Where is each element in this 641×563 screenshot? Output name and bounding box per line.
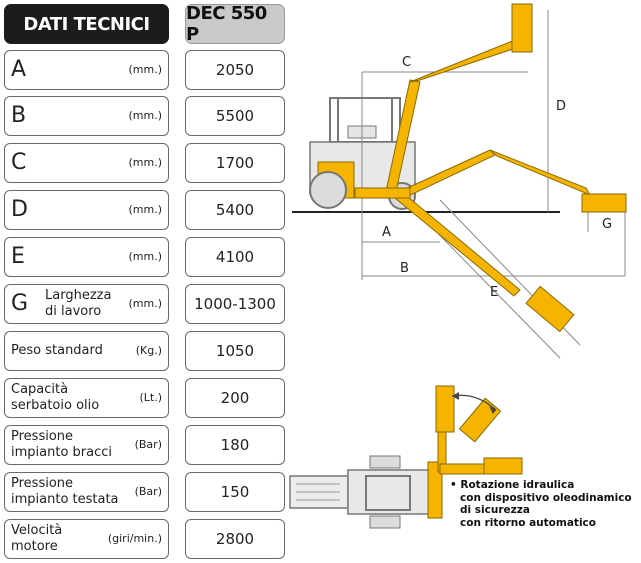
- spec-label-peso: Peso standard (Kg.): [4, 331, 169, 371]
- spec-value-d: 5400: [185, 190, 285, 230]
- spec-name-line2: serbatoio olio: [11, 398, 100, 413]
- spec-letter: D: [11, 197, 28, 222]
- spec-name: Larghezza di lavoro: [45, 288, 111, 320]
- spec-label-pressione-testata: Pressione impianto testata (Bar): [4, 472, 169, 512]
- spec-name-line1: Larghezza: [45, 288, 112, 303]
- spec-label-c: C (mm.): [4, 143, 169, 183]
- spec-unit: (mm.): [128, 109, 162, 122]
- spec-letter: C: [11, 150, 27, 175]
- spec-label-velocita: Velocità motore (giri/min.): [4, 519, 169, 559]
- spec-name-line1: Velocità: [11, 523, 63, 538]
- note-line-1: • Rotazione idraulica: [450, 479, 632, 492]
- spec-name-line2: impianto bracci: [11, 445, 112, 460]
- diagram-label-e: E: [490, 285, 498, 300]
- spec-unit: (mm.): [128, 297, 162, 310]
- spec-letter: B: [11, 103, 27, 128]
- diagram-label-g: G: [602, 217, 612, 232]
- spec-label-g: G Larghezza di lavoro (mm.): [4, 284, 169, 324]
- spec-unit: (mm.): [128, 63, 162, 76]
- note-line-4: con ritorno automatico: [460, 516, 596, 529]
- spec-unit: (Lt.): [139, 391, 162, 404]
- spec-label-d: D (mm.): [4, 190, 169, 230]
- spec-unit: (Bar): [134, 438, 162, 451]
- spec-name: Pressione impianto bracci: [11, 429, 112, 461]
- spec-value-b: 5500: [185, 96, 285, 136]
- spec-label-b: B (mm.): [4, 96, 169, 136]
- spec-value-g: 1000-1300: [185, 284, 285, 324]
- spec-unit: (mm.): [128, 250, 162, 263]
- spec-label-a: A (mm.): [4, 50, 169, 90]
- spec-label-e: E (mm.): [4, 237, 169, 277]
- spec-value-capacita: 200: [185, 378, 285, 418]
- spec-name: Pressione impianto testata: [11, 476, 119, 508]
- spec-value-pressione-bracci: 180: [185, 425, 285, 465]
- spec-value-velocita: 2800: [185, 519, 285, 559]
- diagram-label-a: A: [382, 225, 391, 240]
- spec-name-line2: motore: [11, 539, 58, 554]
- model-title: DEC 550 P: [185, 3, 285, 45]
- note-bullet: •: [450, 479, 457, 491]
- spec-name-line1: Pressione: [11, 476, 74, 491]
- spec-name-line1: Capacità: [11, 382, 69, 397]
- spec-value-a: 2050: [185, 50, 285, 90]
- spec-value-e: 4100: [185, 237, 285, 277]
- spec-value-peso: 1050: [185, 331, 285, 371]
- tractor-top-icon: [289, 385, 523, 529]
- spec-name-line2: impianto testata: [11, 492, 119, 507]
- spec-label-pressione-bracci: Pressione impianto bracci (Bar): [4, 425, 169, 465]
- spec-letter: G: [11, 291, 29, 316]
- spec-letter: A: [11, 57, 27, 82]
- spec-name: Velocità motore: [11, 523, 62, 555]
- note-line-3: di sicurezza: [460, 504, 530, 516]
- boom-arms: [354, 3, 627, 333]
- spec-unit: (giri/min.): [107, 532, 162, 545]
- spec-unit: (Bar): [134, 485, 162, 498]
- spec-unit: (mm.): [128, 203, 162, 216]
- note-text: Rotazione idraulica: [460, 479, 575, 491]
- note-line-2: con dispositivo oleodinamico: [460, 491, 632, 504]
- spec-unit: (Kg.): [135, 344, 162, 357]
- spec-name-line1: Pressione: [11, 429, 74, 444]
- diagram-label-b: B: [400, 261, 409, 276]
- spec-name: Peso standard: [11, 343, 103, 358]
- table-title: DATI TECNICI: [4, 4, 169, 44]
- spec-unit: (mm.): [128, 156, 162, 169]
- spec-value-c: 1700: [185, 143, 285, 183]
- spec-value-pressione-testata: 150: [185, 472, 285, 512]
- diagram-label-d: D: [556, 99, 566, 114]
- spec-label-capacita: Capacità serbatoio olio (Lt.): [4, 378, 169, 418]
- spec-name: Capacità serbatoio olio: [11, 382, 99, 414]
- rotation-note: • Rotazione idraulica con dispositivo ol…: [450, 479, 632, 529]
- diagram-label-c: C: [402, 55, 411, 70]
- spec-letter: E: [11, 244, 25, 269]
- spec-name-line2: di lavoro: [45, 304, 102, 319]
